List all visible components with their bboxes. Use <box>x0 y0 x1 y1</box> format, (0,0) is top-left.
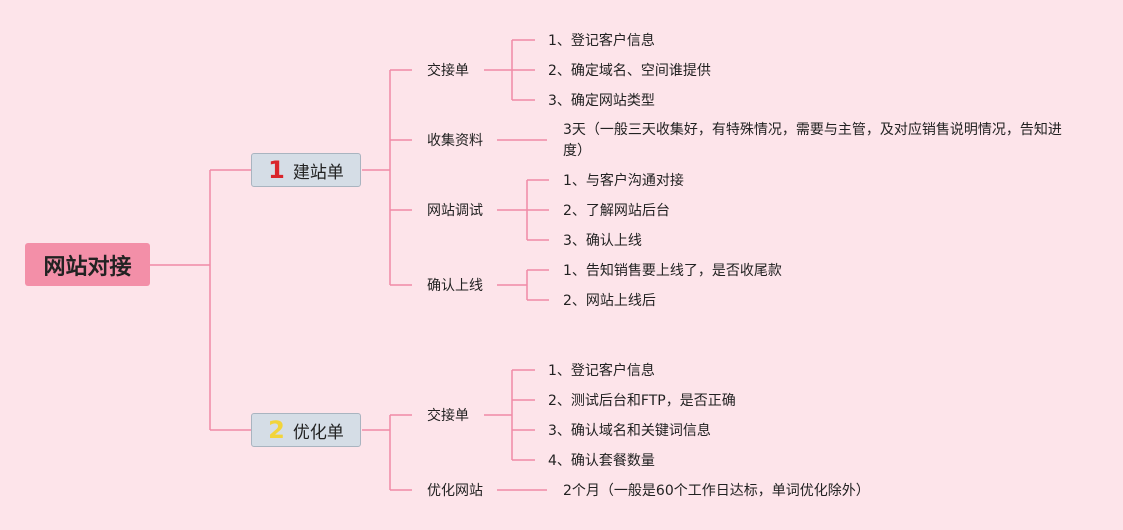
leaf-item[interactable]: 3天（一般三天收集好，有特殊情况，需要与主管，及对应销售说明情况，告知进度） <box>563 122 1062 159</box>
leaf-item[interactable]: 2、测试后台和FTP，是否正确 <box>548 393 736 409</box>
leaf-item[interactable]: 1、登记客户信息 <box>548 363 655 379</box>
leaf-item[interactable]: 1、登记客户信息 <box>548 33 655 49</box>
sub-node-shoujiziliao[interactable]: 收集资料 <box>427 133 483 149</box>
sub-node-jiaojiedan[interactable]: 交接单 <box>427 63 469 79</box>
leaf-item[interactable]: 3、确认上线 <box>563 233 642 249</box>
branch-node-youhua[interactable]: 2 优化单 <box>251 413 361 447</box>
branch-label: 建站单 <box>292 162 344 183</box>
leaf-item[interactable]: 2、了解网站后台 <box>563 203 670 219</box>
branch-number-2: 2 <box>268 416 285 444</box>
sub-node-querenshangxian[interactable]: 确认上线 <box>427 278 483 294</box>
branch-number-1: 1 <box>268 156 285 184</box>
branch-label: 优化单 <box>292 422 344 443</box>
root-label: 网站对接 <box>43 254 132 280</box>
leaf-item[interactable]: 2个月（一般是60个工作日达标，单词优化除外） <box>563 483 870 499</box>
leaf-item[interactable]: 2、网站上线后 <box>563 293 656 309</box>
leaf-item[interactable]: 3、确认域名和关键词信息 <box>548 423 711 439</box>
leaf-item[interactable]: 3、确定网站类型 <box>548 93 655 109</box>
sub-node-wangzhantiaoshi[interactable]: 网站调试 <box>427 203 483 219</box>
leaf-item[interactable]: 1、告知销售要上线了，是否收尾款 <box>563 263 782 279</box>
branch-node-jianzhan[interactable]: 1 建站单 <box>251 153 361 187</box>
leaf-item[interactable]: 4、确认套餐数量 <box>548 453 655 469</box>
sub-node-jiaojiedan-2[interactable]: 交接单 <box>427 408 469 424</box>
leaf-item[interactable]: 1、与客户沟通对接 <box>563 173 684 189</box>
root-node[interactable]: 网站对接 <box>25 243 150 286</box>
leaf-item[interactable]: 2、确定域名、空间谁提供 <box>548 63 711 79</box>
sub-node-youhuawangzhan[interactable]: 优化网站 <box>427 483 483 499</box>
